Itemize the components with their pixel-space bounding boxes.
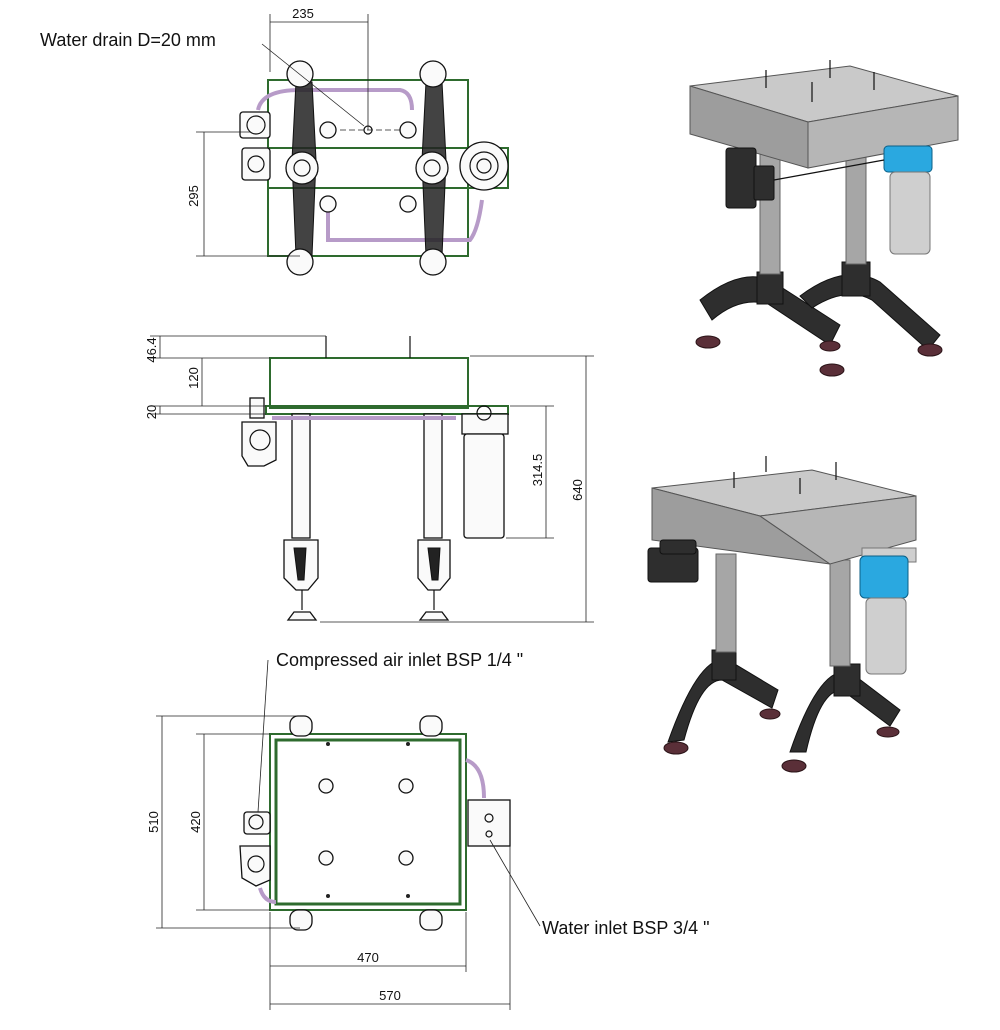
dim-bottom-inner-w: 470: [357, 950, 379, 965]
dim-side-plate: 20: [144, 405, 159, 419]
dim-top-height: 295: [186, 185, 201, 207]
water-drain-label: Water drain D=20 mm: [40, 30, 216, 50]
water-inlet-label: Water inlet BSP 3/4 ": [542, 918, 709, 938]
side-view: [150, 335, 594, 623]
dim-side-total: 640: [570, 479, 585, 501]
isometric-view-bottom: [647, 456, 917, 773]
top-view: [196, 14, 509, 276]
dim-side-pin: 46.4: [144, 337, 159, 362]
dim-top-width: 235: [292, 6, 314, 21]
dim-bottom-inner-h: 420: [188, 811, 203, 833]
bottom-view: [156, 659, 541, 1010]
dim-side-filter: 314.5: [530, 454, 545, 487]
dim-bottom-outer-w: 570: [379, 988, 401, 1003]
dim-bottom-outer-h: 510: [146, 811, 161, 833]
isometric-view-top: [689, 60, 959, 377]
compressed-air-label: Compressed air inlet BSP 1/4 ": [276, 650, 523, 670]
dim-side-top: 120: [186, 367, 201, 389]
